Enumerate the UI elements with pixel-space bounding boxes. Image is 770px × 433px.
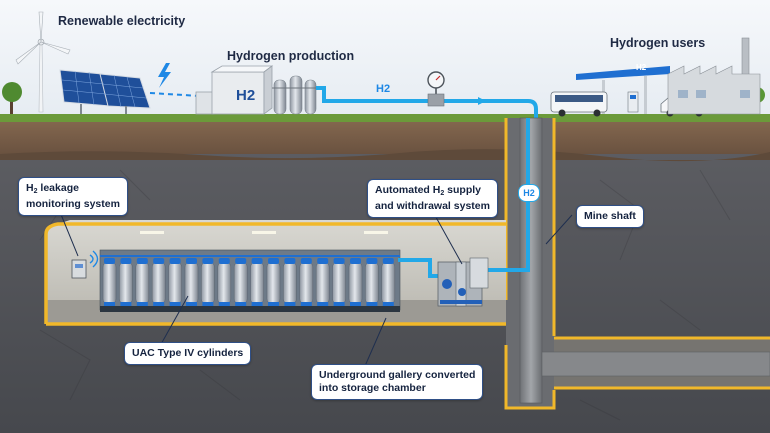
storage-cylinder <box>381 258 396 306</box>
station-sign: H2 <box>636 63 647 72</box>
gallery-callout: Underground gallery converted into stora… <box>311 364 484 400</box>
storage-cylinder <box>266 258 281 306</box>
storage-cylinder <box>233 258 248 306</box>
wind-turbine-icon <box>15 11 71 113</box>
soil-layer <box>0 120 770 154</box>
storage-cylinder <box>315 258 330 306</box>
callout-leaders <box>59 209 573 367</box>
grass-strip <box>0 114 770 122</box>
storage-cylinder <box>299 258 314 306</box>
hydrogen-production-heading: Hydrogen production <box>227 49 355 63</box>
storage-cylinder <box>348 258 363 306</box>
lightning-icon <box>158 63 171 88</box>
storage-cylinder <box>250 258 264 306</box>
storage-cylinder <box>201 258 215 306</box>
surface-hydrogen-pipe <box>316 86 538 118</box>
flow-arrow <box>478 97 486 105</box>
supply-system-callout: Automated H2 supply and withdrawal syste… <box>367 179 498 218</box>
cylinder-rack <box>99 249 401 312</box>
storage-cylinder <box>168 258 182 306</box>
storage-cylinder <box>365 258 379 306</box>
cylinders-callout: UAC Type IV cylinders <box>124 342 252 365</box>
supply-callout-subscript: 2 <box>440 190 445 197</box>
gallery-callout-line1: Underground gallery converted <box>319 369 476 381</box>
storage-cylinder <box>119 258 133 306</box>
shaft-pipe-label: H2 <box>518 184 540 202</box>
solar-panel-icon <box>59 69 151 114</box>
wifi-signal-icon <box>89 250 99 268</box>
leak-callout-subscript: 2 <box>33 188 38 195</box>
leak-callout-line2: monitoring system <box>26 198 120 210</box>
factory-icon <box>667 37 761 115</box>
hydrogen-users-heading: Hydrogen users <box>610 36 706 50</box>
mine-shaft-callout-line1: Mine shaft <box>584 210 636 222</box>
storage-cylinder <box>332 258 346 306</box>
pressure-gauge-icon <box>427 71 445 107</box>
supply-withdrawal-unit <box>437 257 489 307</box>
storage-cylinder <box>135 258 150 306</box>
storage-cylinder <box>151 258 166 306</box>
electrolyzer-building <box>195 65 274 115</box>
soil-boundary <box>0 149 770 162</box>
production-tanks <box>272 75 318 115</box>
bus-icon <box>550 91 608 117</box>
tree-icon <box>2 82 22 114</box>
supply-callout-line2: and withdrawal system <box>375 200 490 212</box>
leak-monitor-device <box>71 259 87 279</box>
side-tunnel <box>541 336 770 390</box>
leak-callout-prefix: H <box>26 182 34 194</box>
storage-cylinder <box>283 258 297 306</box>
gallery-callout-line2: into storage chamber <box>319 382 426 394</box>
mine-shaft-callout: Mine shaft <box>576 205 644 228</box>
leak-monitoring-callout: H2 leakage monitoring system <box>18 177 128 216</box>
cylinders-callout-line1: UAC Type IV cylinders <box>132 347 244 359</box>
electrolyzer-label: H2 <box>236 87 256 104</box>
supply-callout-line1a: Automated H <box>375 184 441 196</box>
renewable-electricity-heading: Renewable electricity <box>58 14 186 28</box>
supply-callout-line1b: supply <box>444 184 482 196</box>
storage-cylinder <box>217 258 232 306</box>
storage-cylinder <box>102 258 117 306</box>
surface-pipe-label: H2 <box>376 83 391 95</box>
storage-cylinder <box>184 258 199 306</box>
leak-callout-suffix: leakage <box>37 182 79 194</box>
